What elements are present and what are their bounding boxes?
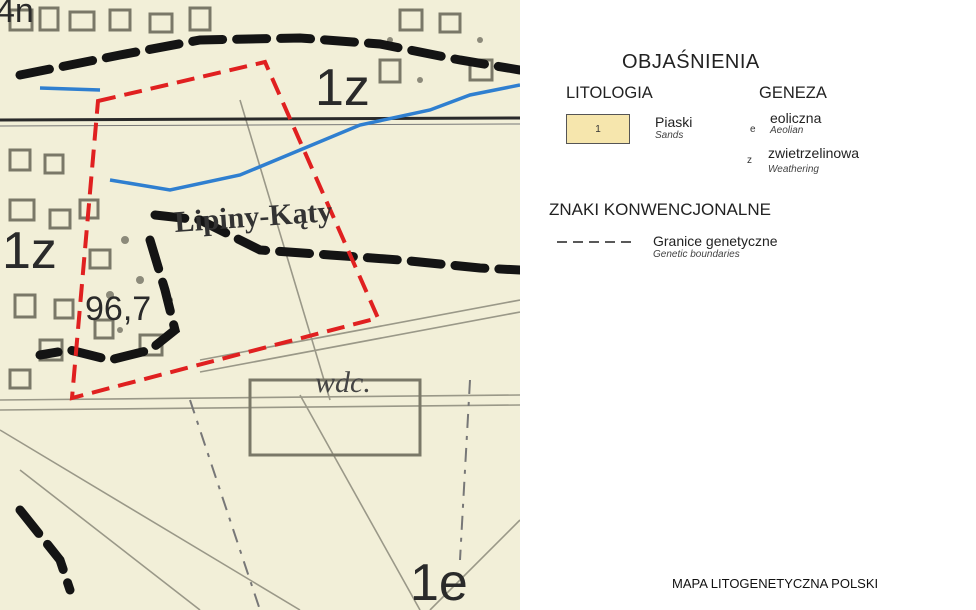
weathering-symbol: z xyxy=(747,155,752,166)
aeolian-name-pl: eoliczna xyxy=(770,110,822,126)
boundary-central xyxy=(150,210,520,275)
map-panel[interactable]: 1z 1z 1e Lipiny-Kąty wdc. 96,7 4n xyxy=(0,0,520,610)
road-main xyxy=(0,394,520,401)
study-area-outline[interactable] xyxy=(69,59,381,401)
sand-name-pl: Piaski xyxy=(655,114,693,130)
boundary-southwest xyxy=(15,505,75,595)
road-main-parallel xyxy=(0,404,520,411)
stream xyxy=(39,83,520,192)
unit-label-bottom: 1e xyxy=(410,554,468,610)
boundary-name-pl: Granice genetyczne xyxy=(653,233,778,249)
map-canvas[interactable]: 1z 1z 1e Lipiny-Kąty wdc. 96,7 4n xyxy=(0,0,520,610)
road-southwest xyxy=(0,429,301,610)
field-label: wdc. xyxy=(315,366,371,399)
dash-dot-path xyxy=(459,379,471,561)
geneza-title: GENEZA xyxy=(759,84,827,102)
road-diagonal-parallel xyxy=(199,311,520,373)
railway-line-edge xyxy=(0,123,520,127)
genetic-boundaries xyxy=(15,33,520,595)
aeolian-name-en: Aeolian xyxy=(770,125,804,136)
weathering-name-pl: zwietrzelinowa xyxy=(768,145,860,161)
sand-symbol: 1 xyxy=(595,123,601,135)
elevation-number: 96,7 xyxy=(85,290,151,328)
map-series-title: MAPA LITOGENETYCZNA POLSKI xyxy=(672,576,879,591)
legend-panel: OBJAŚNIENIA LITOLOGIA 1 Piaski Sands GEN… xyxy=(520,0,976,610)
dashed-line-icon xyxy=(557,241,637,243)
weathering-name-en: Weathering xyxy=(768,164,819,175)
boundary-west xyxy=(35,235,181,365)
sand-swatch: 1 xyxy=(566,114,630,144)
aeolian-symbol: e xyxy=(750,124,756,135)
legend-title: OBJAŚNIENIA xyxy=(622,51,760,73)
boundary-name-en: Genetic boundaries xyxy=(653,249,740,260)
road-south xyxy=(299,394,421,610)
road-southwest-2 xyxy=(19,469,201,610)
boundary-north xyxy=(15,33,520,80)
sand-name-en: Sands xyxy=(655,130,684,141)
unit-label-left: 1z xyxy=(2,222,57,280)
unit-label-top: 1z xyxy=(315,59,370,117)
dash-dot-path xyxy=(189,399,261,610)
znaki-title: ZNAKI KONWENCJONALNE xyxy=(549,200,771,219)
road-southeast xyxy=(429,519,520,610)
dash-dot-paths xyxy=(189,379,471,610)
map-background xyxy=(0,0,520,610)
tree-dots xyxy=(106,37,483,333)
top-fragment-label: 4n xyxy=(0,0,34,30)
railway-line xyxy=(0,116,520,122)
litologia-title: LITOLOGIA xyxy=(566,84,653,102)
